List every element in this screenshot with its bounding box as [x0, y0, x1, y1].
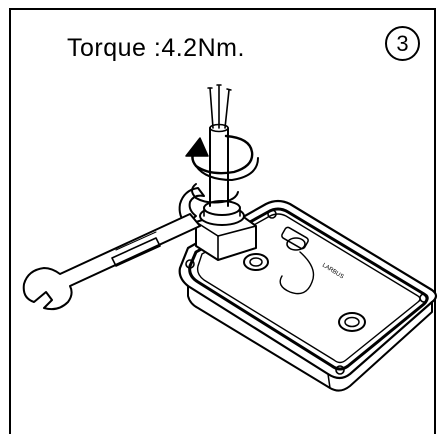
panel-frame [9, 8, 436, 434]
step-number-badge: 3 [385, 26, 420, 61]
step-number: 3 [396, 30, 409, 56]
cable-gland [195, 200, 257, 261]
wrench-icon [22, 187, 205, 311]
rotation-arrow-icon [185, 134, 259, 204]
torque-caption: Torque :4.2Nm. [67, 34, 245, 62]
cable-wires-icon [207, 84, 232, 207]
